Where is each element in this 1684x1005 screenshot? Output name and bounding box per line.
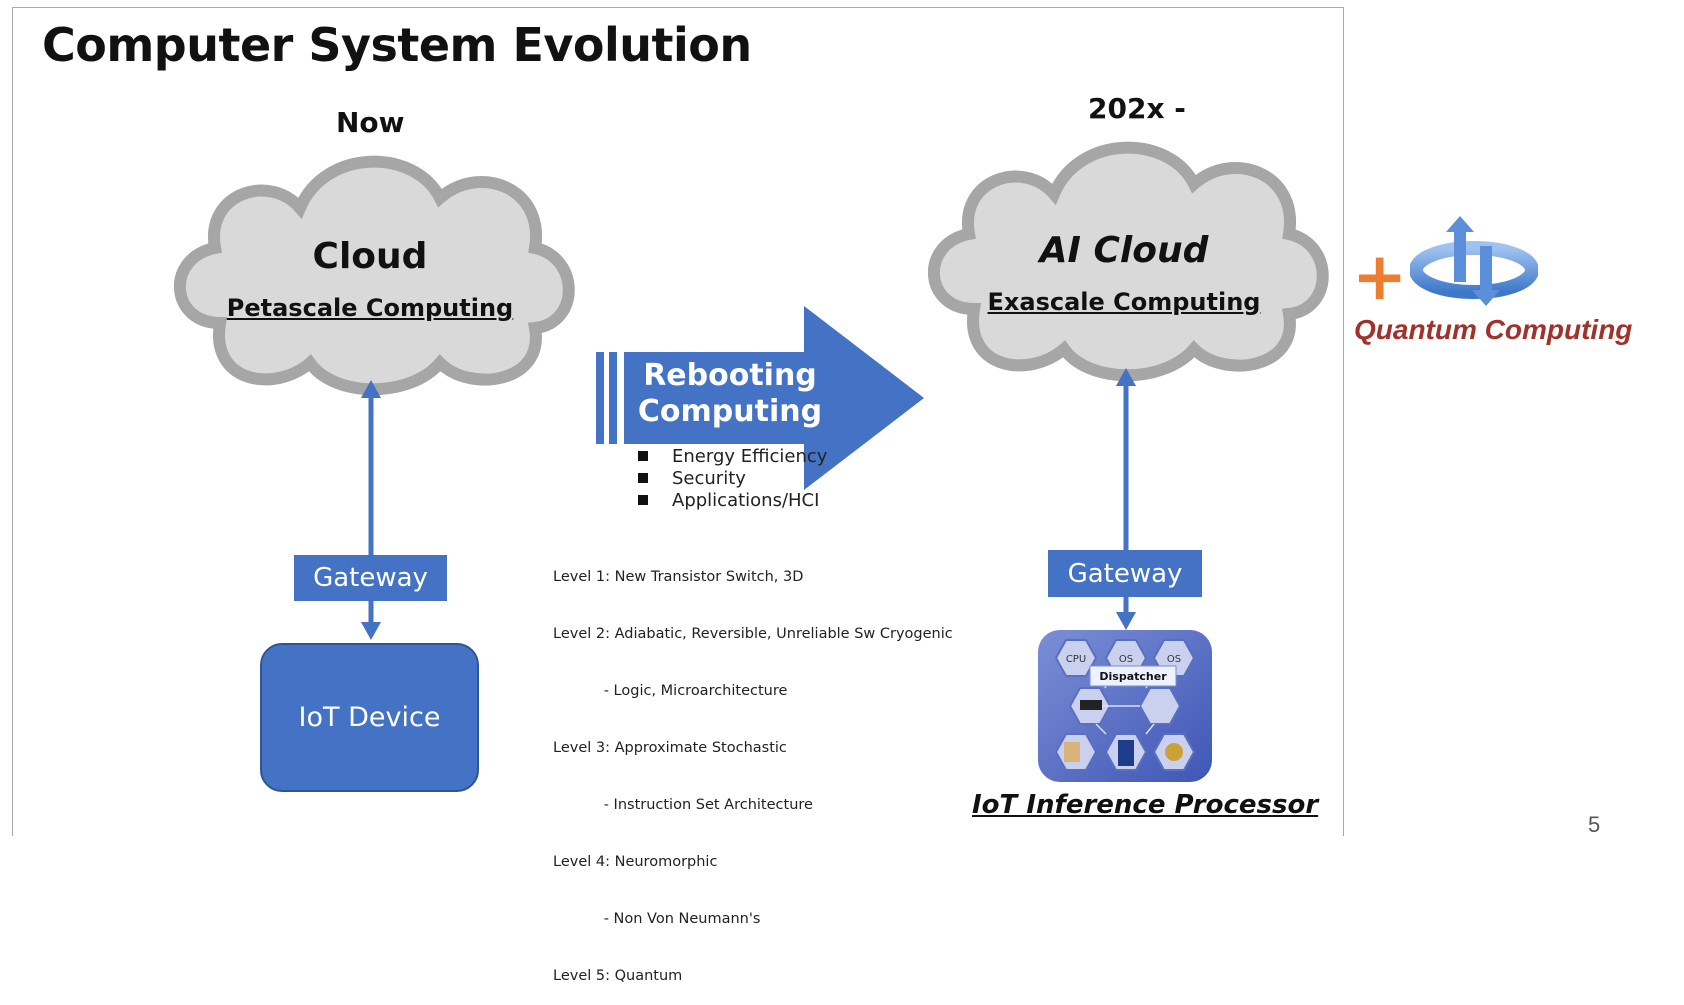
gateway-future: Gateway — [1048, 550, 1202, 597]
challenge-text: Applications/HCI — [672, 490, 820, 511]
era-now-label: Now — [336, 106, 405, 139]
hex-label-os-2: OS — [1167, 654, 1181, 665]
rebooting-label: Rebooting Computing — [630, 358, 830, 430]
quantum-icon — [1410, 216, 1538, 306]
iot-processor-label: IoT Inference Processor — [972, 790, 1319, 820]
slide-title: Computer System Evolution — [42, 18, 752, 72]
cloud-shape-now — [173, 155, 575, 396]
era-future-label: 202x - — [1088, 92, 1186, 125]
rebooting-label-line1: Rebooting — [643, 358, 817, 393]
level-line: Level 2: Adiabatic, Reversible, Unreliab… — [553, 626, 953, 642]
plus-sign: + — [1352, 238, 1408, 315]
level-line: - Instruction Set Architecture — [553, 797, 813, 813]
challenge-item: Security — [638, 468, 827, 490]
level-line: Level 5: Quantum — [553, 968, 683, 984]
level-line: Level 3: Approximate Stochastic — [553, 740, 787, 756]
dispatcher-label: Dispatcher — [1099, 670, 1167, 683]
level-line: - Logic, Microarchitecture — [553, 683, 788, 699]
levels-list: Level 1: New Transistor Switch, 3D Level… — [553, 530, 953, 1005]
slide-frame — [12, 7, 1344, 836]
hex-label-os-1: OS — [1119, 654, 1133, 665]
level-line: - Non Von Neumann's — [553, 911, 761, 927]
iot-processor-chip: CPU OS OS Dispatcher — [1038, 630, 1212, 782]
challenge-item: Energy Efficiency — [638, 446, 827, 468]
cloud-shape-future — [927, 141, 1329, 382]
bullet-square-icon — [638, 473, 648, 483]
rebooting-arrow — [596, 306, 924, 490]
bullet-square-icon — [638, 451, 648, 461]
challenge-text: Security — [672, 468, 746, 489]
bullet-square-icon — [638, 495, 648, 505]
level-line: Level 1: New Transistor Switch, 3D — [553, 569, 804, 585]
level-line: Level 4: Neuromorphic — [553, 854, 718, 870]
challenge-text: Energy Efficiency — [672, 446, 828, 467]
hex-label-cpu: CPU — [1066, 654, 1086, 665]
iot-device-box: IoT Device — [260, 643, 479, 792]
cloud-title-now: Cloud — [312, 236, 428, 277]
rebooting-label-line2: Computing — [637, 394, 823, 429]
gateway-now: Gateway — [294, 555, 447, 601]
cloud-subtitle-future: Exascale Computing — [987, 288, 1261, 316]
quantum-computing-label: Quantum Computing — [1354, 314, 1633, 345]
cloud-subtitle-now: Petascale Computing — [226, 294, 514, 322]
connector-arrow-now — [361, 380, 381, 640]
cloud-title-future: AI Cloud — [1039, 230, 1209, 271]
challenge-list: Energy Efficiency Security Applications/… — [638, 446, 827, 512]
challenge-item: Applications/HCI — [638, 490, 827, 512]
page-number: 5 — [1588, 812, 1601, 837]
